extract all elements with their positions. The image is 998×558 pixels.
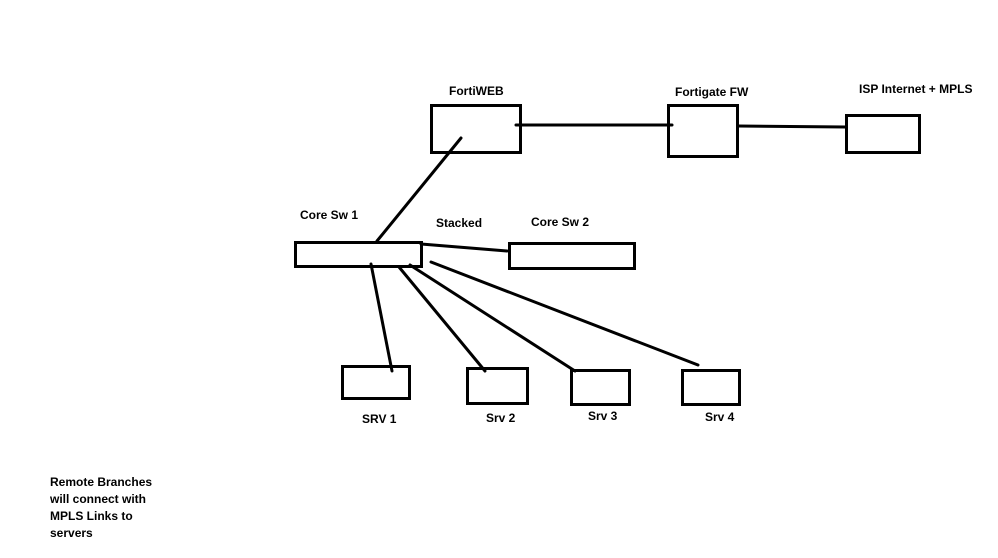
srv2-box	[466, 367, 529, 405]
link-core-sw-1-srv3	[408, 263, 577, 373]
fortigate-fw-box	[667, 104, 739, 158]
link-fortiweb-core-sw-1	[375, 136, 463, 243]
srv4-box	[681, 369, 741, 406]
fortigate-fw-label: Fortigate FW	[675, 85, 749, 99]
srv3-box	[570, 369, 631, 406]
stacked-label: Stacked	[436, 216, 483, 230]
link-stack-core-sw-1-core-sw-2	[419, 242, 509, 253]
fortiweb-box	[430, 104, 522, 154]
core-sw-1-label: Core Sw 1	[300, 208, 359, 222]
link-core-sw-1-srv4	[429, 260, 700, 367]
note-line: servers	[50, 526, 93, 540]
note-line: MPLS Links to	[50, 509, 133, 523]
srv1-label: SRV 1	[362, 412, 397, 426]
isp-label: ISP Internet + MPLS	[859, 82, 973, 96]
link-core-sw-1-srv2	[397, 265, 487, 373]
srv2-label: Srv 2	[486, 411, 516, 425]
link-fortigate-isp	[736, 124, 848, 129]
note-line: will connect with	[50, 492, 147, 506]
srv3-label: Srv 3	[588, 409, 618, 423]
srv4-label: Srv 4	[705, 410, 735, 424]
core-sw-2-box	[508, 242, 636, 270]
srv1-box	[341, 365, 411, 400]
note-line: Remote Branches	[50, 475, 153, 489]
core-sw-2-label: Core Sw 2	[531, 215, 590, 229]
core-sw-1-box	[294, 241, 423, 268]
fortiweb-label: FortiWEB	[449, 84, 504, 98]
remote-branches-note: Remote Branches will connect with MPLS L…	[50, 474, 152, 542]
isp-box	[845, 114, 921, 154]
link-core-sw-1-srv1	[369, 262, 394, 373]
